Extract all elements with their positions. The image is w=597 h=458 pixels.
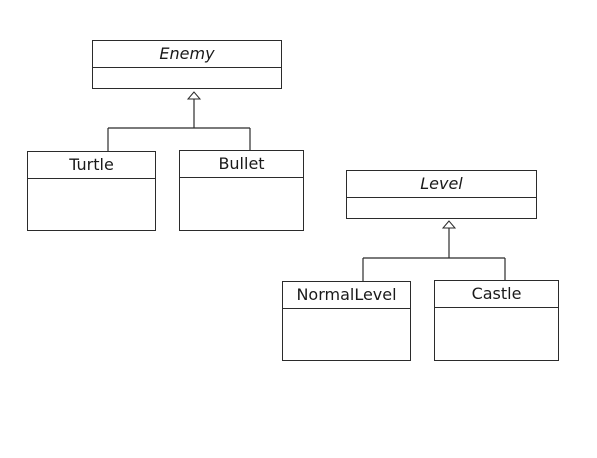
class-turtle-attributes	[28, 179, 155, 230]
class-normallevel-name: NormalLevel	[283, 282, 410, 309]
class-normallevel: NormalLevel	[282, 281, 411, 361]
class-castle: Castle	[434, 280, 559, 361]
class-enemy: Enemy	[92, 40, 282, 89]
class-level-name: Level	[347, 171, 536, 198]
class-level: Level	[346, 170, 537, 219]
class-turtle-name: Turtle	[28, 152, 155, 179]
level-generalization-arrowhead	[441, 220, 457, 229]
class-castle-name: Castle	[435, 281, 558, 308]
class-level-attributes	[347, 198, 536, 218]
class-bullet-attributes	[180, 178, 303, 230]
class-turtle: Turtle	[27, 151, 156, 231]
class-normallevel-attributes	[283, 309, 410, 360]
enemy-generalization-arrowhead	[186, 91, 202, 100]
class-bullet: Bullet	[179, 150, 304, 231]
class-enemy-name: Enemy	[93, 41, 281, 68]
class-bullet-name: Bullet	[180, 151, 303, 178]
class-castle-attributes	[435, 308, 558, 360]
class-enemy-attributes	[93, 68, 281, 88]
